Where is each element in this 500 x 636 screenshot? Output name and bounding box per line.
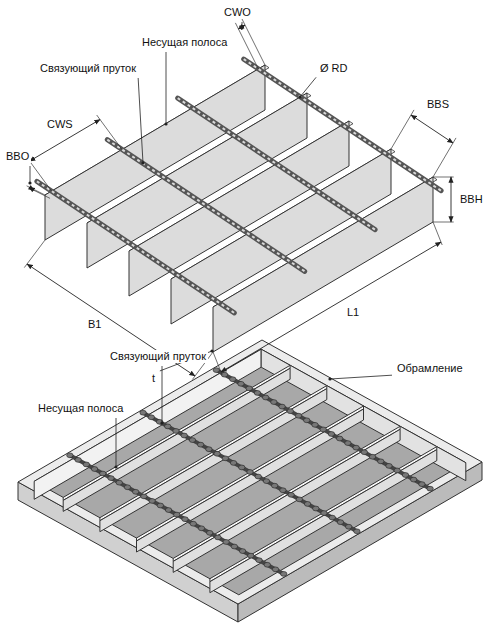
leader-dot xyxy=(28,181,31,184)
leader-dot xyxy=(114,465,117,468)
cross-rod xyxy=(178,98,375,230)
dimension-label: BBS xyxy=(425,98,451,111)
cross-rod xyxy=(213,368,433,491)
open-grating xyxy=(37,59,441,352)
framed-grating xyxy=(18,340,482,622)
leader-dot xyxy=(298,95,301,98)
leader-line xyxy=(300,77,316,97)
part-label: CWO xyxy=(222,6,253,19)
cross-rod xyxy=(244,59,441,191)
dimension-line xyxy=(391,110,456,177)
dimension-line xyxy=(26,115,122,191)
dimension-line xyxy=(433,177,454,222)
dimension-line xyxy=(27,186,50,199)
leader-line xyxy=(30,166,31,183)
dimension-line xyxy=(213,222,442,375)
frame-inner-wall xyxy=(34,349,261,499)
bearing-bar xyxy=(210,450,437,593)
cross-rod xyxy=(37,181,234,313)
frame-rim xyxy=(18,340,482,604)
leader-line xyxy=(166,52,167,124)
leader-dot xyxy=(240,26,243,29)
leader-dot xyxy=(210,349,213,352)
leader-line xyxy=(162,366,163,423)
part-label: Несущая полоса xyxy=(36,402,125,415)
dimension-label: BBH xyxy=(458,193,485,206)
dimension-label: BBO xyxy=(4,150,31,163)
part-label: Связующий пруток xyxy=(38,62,138,75)
part-label: Обрамление xyxy=(395,362,465,375)
leader-dot xyxy=(160,421,163,424)
dimension-lines xyxy=(24,19,456,380)
leader-line xyxy=(138,78,143,163)
leader-line xyxy=(330,375,392,379)
part-label: Ø RD xyxy=(318,62,350,75)
dimension-label: B1 xyxy=(86,318,103,331)
leader-dot xyxy=(141,161,144,164)
part-label: Связующий пруток xyxy=(108,350,208,363)
frame-opening xyxy=(34,349,466,595)
cross-rod xyxy=(67,453,287,576)
dimension-label: CWS xyxy=(45,118,75,131)
leader-line xyxy=(116,418,117,467)
dimension-line xyxy=(24,240,213,380)
leader-dot xyxy=(328,377,331,380)
leader-lines xyxy=(28,22,392,469)
cross-rod xyxy=(140,410,360,533)
part-label: Несущая полоса xyxy=(140,36,229,49)
dimension-label: L1 xyxy=(345,306,361,319)
bearing-bar xyxy=(213,177,433,352)
cross-rod xyxy=(107,140,304,272)
dimension-line xyxy=(235,19,265,69)
leader-dot xyxy=(164,122,167,125)
dimension-label: t xyxy=(150,372,157,385)
